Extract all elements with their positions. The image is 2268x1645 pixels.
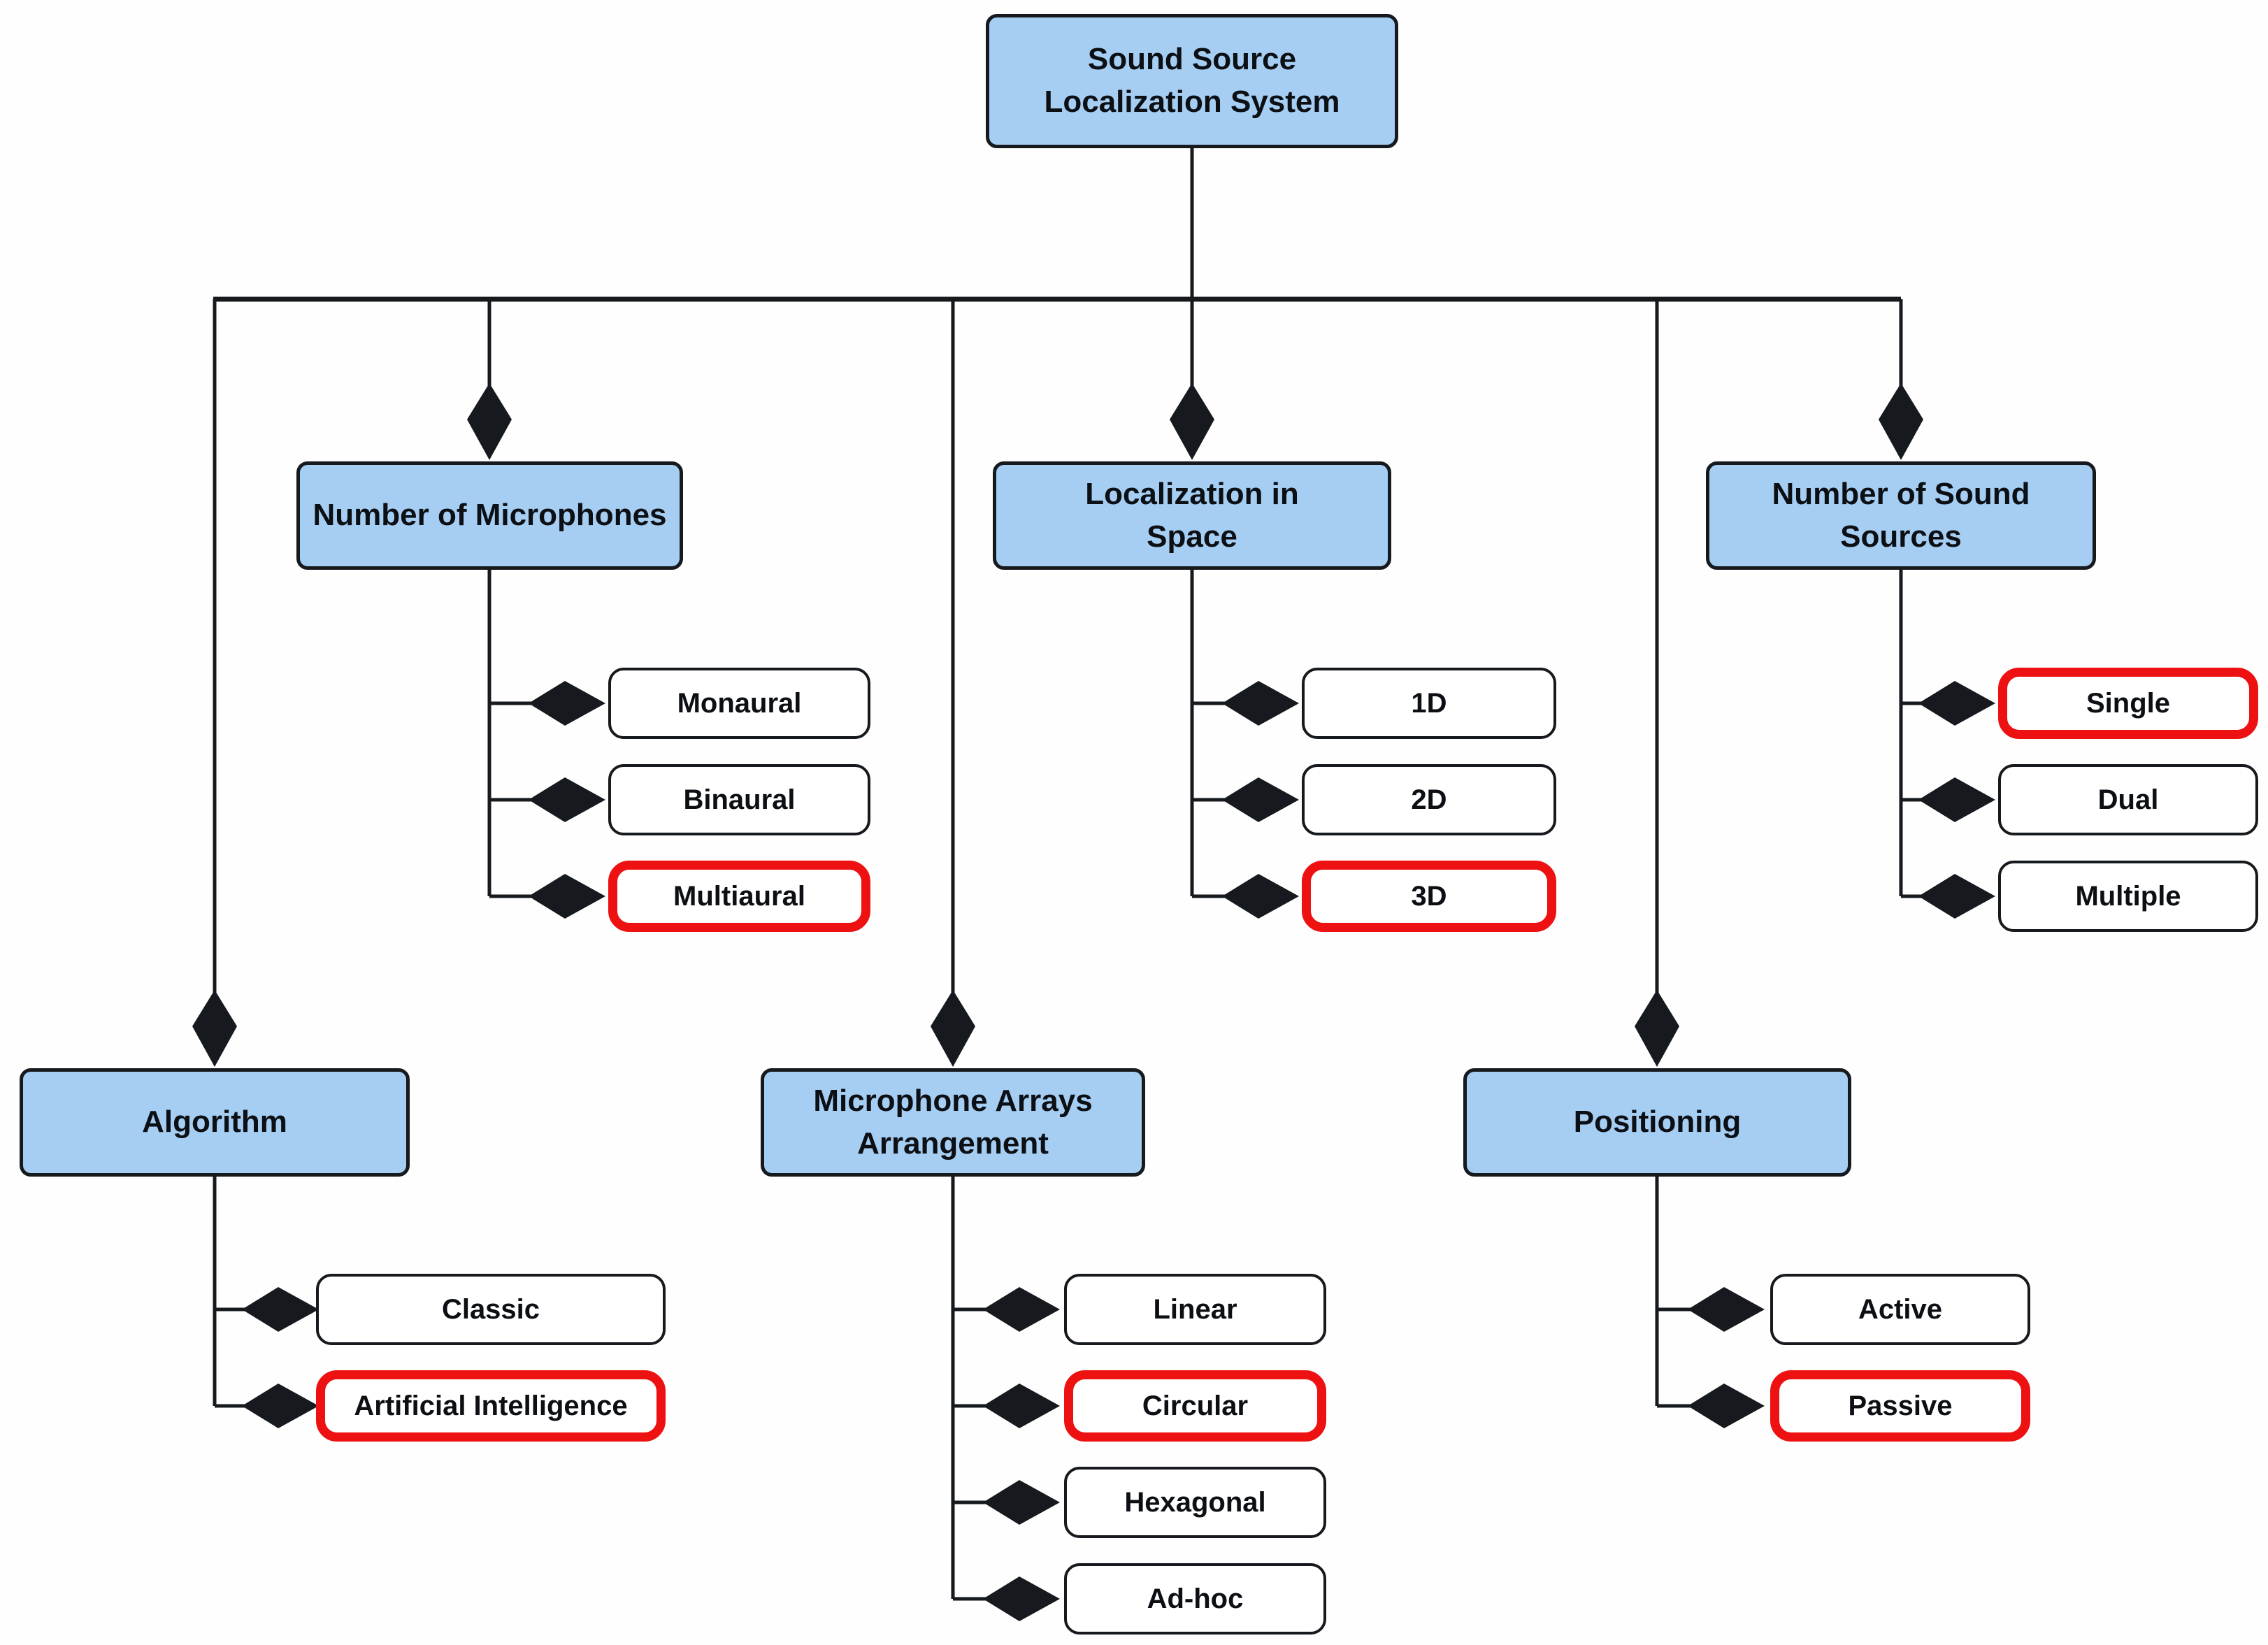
node-active: Active	[1770, 1274, 2030, 1345]
node-artificial-intelligence: Artificial Intelligence	[316, 1370, 666, 1442]
node-multiaural: Multiaural	[608, 861, 870, 932]
node-multiple: Multiple	[1998, 861, 2258, 932]
node-linear: Linear	[1064, 1274, 1326, 1345]
node-monaural: Monaural	[608, 668, 870, 739]
node-localization-in-space: Localization in Space	[993, 461, 1391, 570]
node-number-of-microphones: Number of Microphones	[296, 461, 683, 570]
node-classic: Classic	[316, 1274, 666, 1345]
node-algorithm: Algorithm	[20, 1068, 410, 1177]
node-hexagonal: Hexagonal	[1064, 1467, 1326, 1538]
node-3d: 3D	[1302, 861, 1556, 932]
node-number-of-sound-sources: Number of Sound Sources	[1706, 461, 2096, 570]
node-passive: Passive	[1770, 1370, 2030, 1442]
node-binaural: Binaural	[608, 764, 870, 835]
node-single: Single	[1998, 668, 2258, 739]
node-2d: 2D	[1302, 764, 1556, 835]
node-sound-source-localization-system: Sound Source Localization System	[986, 14, 1398, 148]
node-positioning: Positioning	[1463, 1068, 1851, 1177]
node-circular: Circular	[1064, 1370, 1326, 1442]
node-dual: Dual	[1998, 764, 2258, 835]
node-ad-hoc: Ad-hoc	[1064, 1563, 1326, 1635]
node-1d: 1D	[1302, 668, 1556, 739]
node-microphone-arrays-arrangement: Microphone Arrays Arrangement	[761, 1068, 1145, 1177]
